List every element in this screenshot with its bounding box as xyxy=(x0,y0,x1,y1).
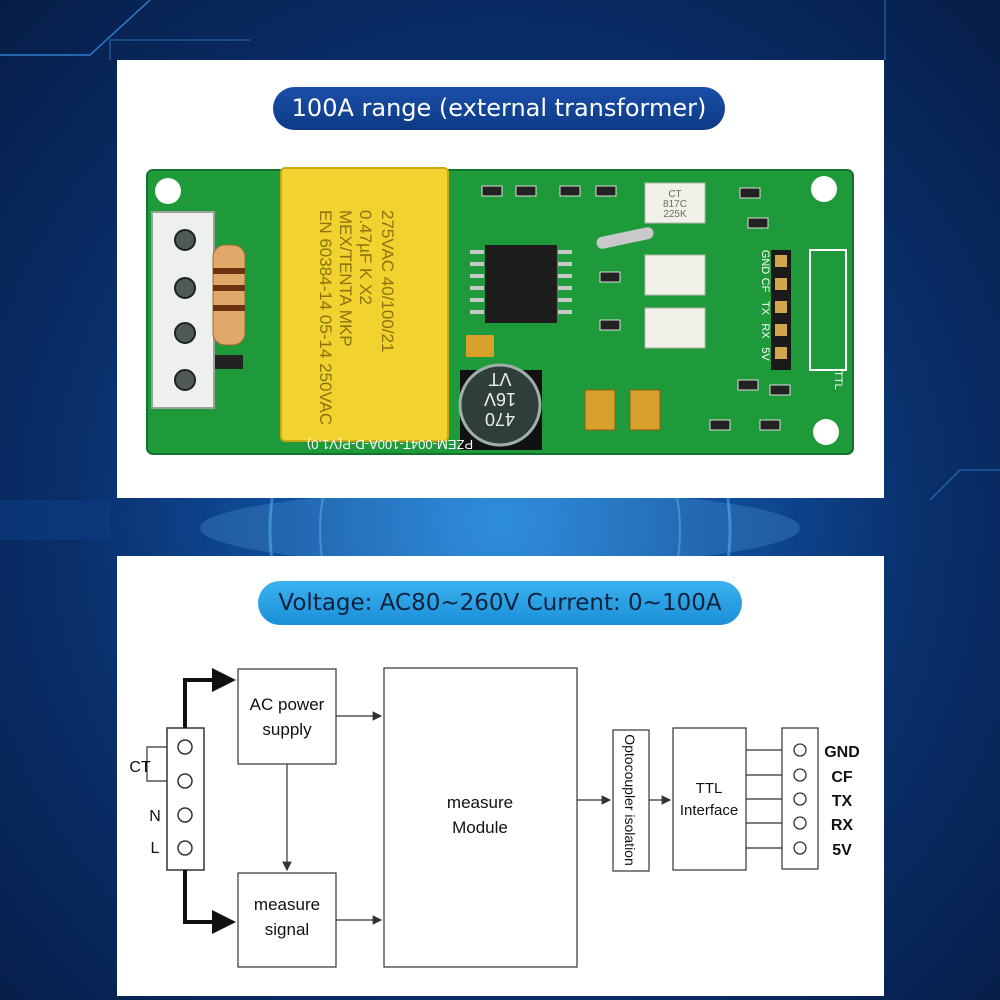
output-pin-rx: RX xyxy=(831,817,854,834)
output-pin-gnd: GND xyxy=(824,744,860,761)
svg-text:MEX/TENTA MKP: MEX/TENTA MKP xyxy=(336,210,355,347)
ac-power-supply-line2: supply xyxy=(262,720,312,739)
output-pin-tx: TX xyxy=(832,793,853,810)
spec-title: Voltage: AC80~260V Current: 0~100A xyxy=(258,581,742,625)
board-pin-label: GND xyxy=(759,250,771,275)
ct-label: CT xyxy=(129,759,151,776)
l-label: L xyxy=(151,840,160,857)
optocoupler-isolation-label: Optocoupler isolation xyxy=(622,734,638,866)
ttl-label: TTL xyxy=(832,370,844,390)
measure-signal-line1: measure xyxy=(254,895,320,914)
mounting-hole xyxy=(811,176,837,202)
measurement-ic xyxy=(485,245,557,323)
svg-text:817C: 817C xyxy=(663,199,687,210)
svg-text:16V: 16V xyxy=(484,389,516,409)
svg-text:EN 60384-14 05-14 250VAC: EN 60384-14 05-14 250VAC xyxy=(316,210,335,425)
svg-text:VT: VT xyxy=(488,369,511,389)
svg-text:0.47µF K X2: 0.47µF K X2 xyxy=(356,210,375,305)
n-label: N xyxy=(149,808,161,825)
output-pin-5v: 5V xyxy=(832,842,852,859)
capacitor-label: MEX/TENTA MKP 0.47µF K X2 275VAC 40/100/… xyxy=(316,210,397,425)
board-pin-label: CF xyxy=(759,278,771,293)
measure-signal-line2: signal xyxy=(265,920,309,939)
svg-text:CT: CT xyxy=(668,189,681,200)
board-pin-label: 5V xyxy=(759,347,771,361)
ac-power-supply-box xyxy=(237,668,337,765)
svg-text:470: 470 xyxy=(485,409,515,429)
board-pin-label: RX xyxy=(759,323,771,339)
optocoupler-isolation-box xyxy=(612,729,650,872)
range-title: 100A range (external transformer) xyxy=(273,87,725,130)
mounting-hole xyxy=(155,178,181,204)
mounting-hole xyxy=(813,419,839,445)
svg-text:225K: 225K xyxy=(663,209,687,220)
board-pin-label: TX xyxy=(759,301,771,316)
measure-module-line1: measure xyxy=(447,793,513,812)
ttl-interface-line1: TTL xyxy=(696,780,723,797)
optocoupler xyxy=(644,182,706,349)
output-pin-cf: CF xyxy=(831,769,853,786)
measure-module-line2: Module xyxy=(452,818,508,837)
x2-capacitor xyxy=(280,167,449,442)
svg-text:275VAC 40/100/21: 275VAC 40/100/21 xyxy=(378,210,397,352)
electrolytic-capacitor xyxy=(458,363,542,447)
ttl-interface-box xyxy=(672,727,747,871)
board-model-label: PZEM-004T-100A-D-P(V1.0) xyxy=(307,437,473,452)
measure-module-box xyxy=(383,667,578,968)
ac-power-supply-line1: AC power xyxy=(250,695,325,714)
ttl-interface-line2: Interface xyxy=(680,802,738,819)
